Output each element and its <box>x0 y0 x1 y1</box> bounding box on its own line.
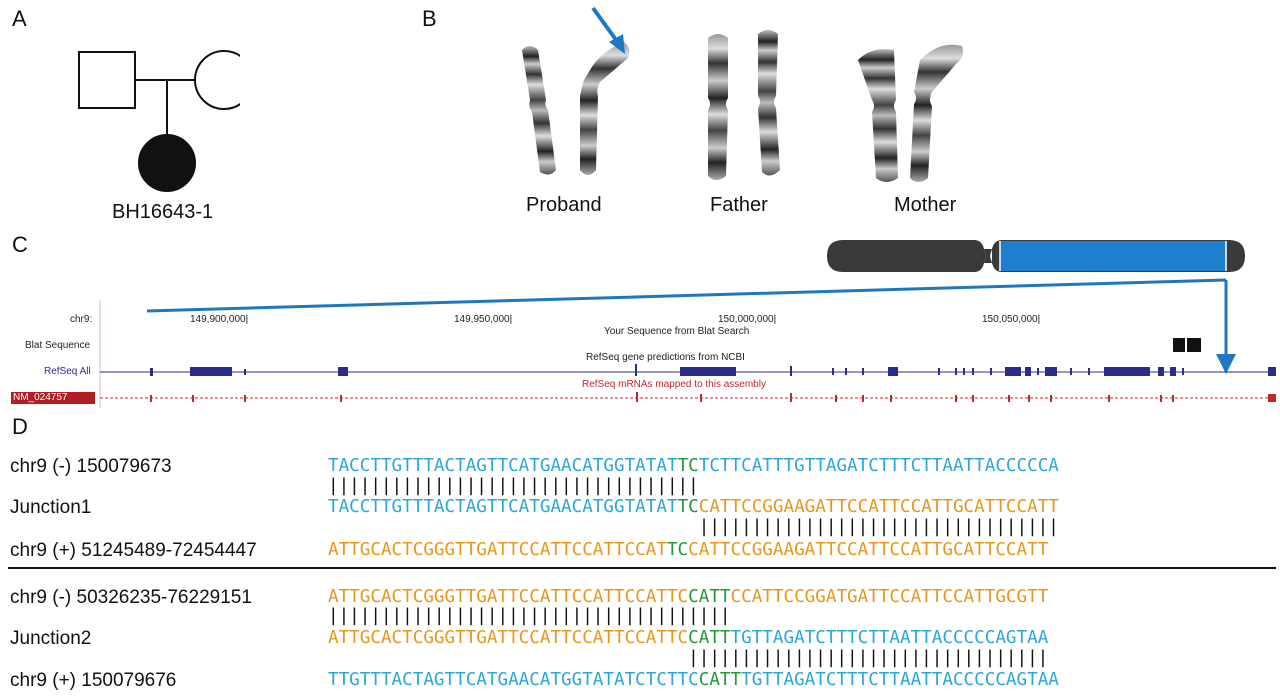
blat-hit <box>1173 338 1185 352</box>
row-label-4: Junction2 <box>10 628 92 649</box>
mother-circle <box>194 50 240 110</box>
row-label-3: chr9 (-) 50326235-76229151 <box>10 587 252 608</box>
mrna-track-label: NM_024757 <box>11 392 95 404</box>
sequence-segment-green: TC <box>666 540 689 560</box>
panel-letter-b: B <box>422 6 437 31</box>
sequence-row-1: TACCTTGTTTACTAGTTCATGAACATGGTATATTCCATTC… <box>328 497 1059 517</box>
sequence-row-3: ATTGCACTCGGGTTGATTCCATTCCATTCCATTCCATTCC… <box>328 587 1048 607</box>
proband-circle <box>138 134 196 192</box>
sequence-segment-orange: CATTCCGGAAGATTCCATTCCATTGCATTCCATT <box>698 497 1059 517</box>
sequence-segment-orange: CATTCCGGAAGATTCCATTCCATTGCATTCCATT <box>688 540 1049 560</box>
refseq-track-label: RefSeq All <box>44 366 91 377</box>
panel-letter-d: D <box>12 414 28 439</box>
father-chromosome-right <box>758 30 780 176</box>
browser-chrom-label: chr9: <box>70 314 93 325</box>
browser-coord-2: 149,950,000| <box>454 314 513 325</box>
refseq-track-title: RefSeq gene predictions from NCBI <box>586 352 745 363</box>
sequence-segment-blue: TCTTCATTTGTTAGATCTTTCTTAATTACCCCCA <box>698 456 1059 476</box>
blat-track-label: Blat Sequence <box>25 340 91 351</box>
mother-chromosome-left <box>858 49 898 182</box>
karyotype-label-father: Father <box>710 194 768 216</box>
proband-chromosome-right <box>580 42 630 175</box>
sequence-row-5: TTGTTTACTAGTTCATGAACATGGTATATCTCTTCCATTT… <box>328 670 1059 690</box>
sequence-segment-orange: ATTGCACTCGGGTTGATTCCATTCCATTCCATTC <box>328 628 689 648</box>
proband-chromosome-left <box>522 46 556 175</box>
panel-letter-c: C <box>12 232 28 257</box>
ideogram-highlight-region <box>1000 241 1226 271</box>
ideogram-centromere <box>984 249 992 263</box>
proband-id-label: BH16643-1 <box>112 201 214 223</box>
sequence-segment-blue: TGTTAGATCTTTCTTAATTACCCCCAGTAA <box>730 628 1049 648</box>
match-bars-3: |||||||||||||||||||||||||||||||||| <box>328 648 1049 668</box>
ideogram-p-arm <box>827 240 986 272</box>
match-bars-0: ||||||||||||||||||||||||||||||||||| <box>328 476 699 496</box>
row-label-1: Junction1 <box>10 497 92 518</box>
genome-browser: chr9: 149,900,000| 149,950,000| 150,000,… <box>0 300 1280 410</box>
match-bars-1: |||||||||||||||||||||||||||||||||| <box>328 517 1059 537</box>
browser-coord-1: 149,900,000| <box>190 314 249 325</box>
sequence-segment-orange: CCATTCCGGATGATTCCATTCCATTGCGTT <box>730 587 1049 607</box>
father-square <box>78 51 136 109</box>
zoom-connector <box>146 278 1236 374</box>
sequence-row-4: ATTGCACTCGGGTTGATTCCATTCCATTCCATTCCATTTG… <box>328 628 1048 648</box>
sequence-segment-orange: ATTGCACTCGGGTTGATTCCATTCCATTCCAT <box>328 540 667 560</box>
mrna-track-title: RefSeq mRNAs mapped to this assembly <box>582 379 766 390</box>
karyotype-figure <box>522 30 964 182</box>
sequence-segment-green: TC <box>677 456 699 476</box>
karyotype-label-mother: Mother <box>894 194 957 216</box>
sequence-segment-blue: TACCTTGTTTACTAGTTCATGAACATGGTATAT <box>328 456 678 476</box>
browser-coord-3: 150,000,000| <box>718 314 777 325</box>
zoom-line-left <box>146 278 1227 313</box>
junction-divider <box>8 567 1276 569</box>
panel-letter-a: A <box>12 6 27 31</box>
sequence-row-2: ATTGCACTCGGGTTGATTCCATTCCATTCCATTCCATTCC… <box>328 540 1048 560</box>
match-bars-2: |||||||||||||||||||||||||||||||||||||| <box>328 606 731 626</box>
breakpoint-arrow-icon <box>1216 354 1236 374</box>
mrna-exons <box>150 392 1276 402</box>
sequence-segment-green: CATT <box>688 628 731 648</box>
karyotype-label-proband: Proband <box>526 194 602 216</box>
sequence-segment-blue: TGTTAGATCTTTCTTAATTACCCCCAGTAA <box>741 670 1059 690</box>
blat-track-title: Your Sequence from Blat Search <box>604 326 750 337</box>
sequence-segment-green: TC <box>677 497 699 517</box>
row-label-5: chr9 (+) 150079676 <box>10 670 177 691</box>
row-label-0: chr9 (-) 150079673 <box>10 456 172 477</box>
father-chromosome-left <box>708 34 728 180</box>
sequence-segment-green: CATT <box>688 587 731 607</box>
sequence-row-0: TACCTTGTTTACTAGTTCATGAACATGGTATATTCTCTTC… <box>328 456 1059 476</box>
sequence-segment-blue: TTGTTTACTAGTTCATGAACATGGTATATCTCTTC <box>328 670 699 690</box>
mother-chromosome-right <box>910 44 964 182</box>
pedigree-diagram <box>78 50 240 192</box>
row-label-2: chr9 (+) 51245489-72454447 <box>10 540 257 561</box>
sequence-segment-blue: TACCTTGTTTACTAGTTCATGAACATGGTATAT <box>328 497 678 517</box>
translocation-arrow-icon <box>591 6 625 54</box>
sequence-segment-green: CATT <box>698 670 742 690</box>
refseq-exons <box>150 364 1276 376</box>
sequence-segment-orange: ATTGCACTCGGGTTGATTCCATTCCATTCCATTC <box>328 587 689 607</box>
browser-coord-4: 150,050,000| <box>982 314 1041 325</box>
browser-tracks <box>99 300 1276 408</box>
chromosome-ideogram <box>827 240 1245 272</box>
